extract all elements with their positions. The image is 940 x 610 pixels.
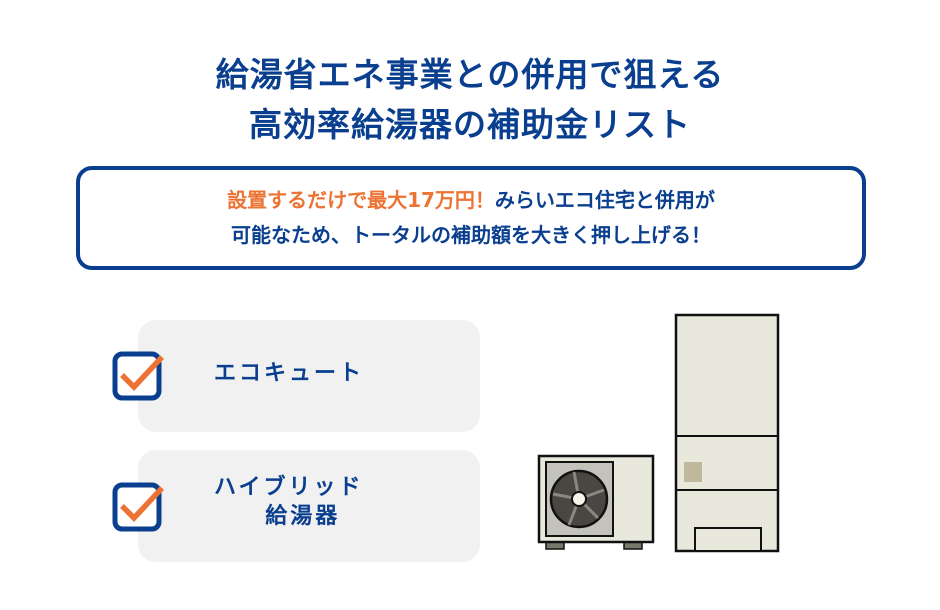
heat-pump-water-heater-icon xyxy=(537,313,780,553)
list-item-ecocute: エコキュート xyxy=(138,320,480,432)
callout-highlight: 設置するだけで最大17万円！ xyxy=(227,188,495,212)
checkbox-checked-icon xyxy=(112,482,165,532)
list-item-label: エコキュート xyxy=(214,361,365,386)
title-line-1: 給湯省エネ事業との併用で狙える xyxy=(215,55,725,94)
callout-line-2: 可能なため、トータルの補助額を大きく押し上げる！ xyxy=(231,223,711,247)
subsidy-callout-box: 設置するだけで最大17万円！みらいエコ住宅と併用が 可能なため、トータルの補助額… xyxy=(76,166,866,270)
callout-line-1-rest: みらいエコ住宅と併用が xyxy=(494,188,715,212)
list-item-label: ハイブリッド 給湯器 xyxy=(214,474,364,531)
list-item-label-line-1: ハイブリッド xyxy=(214,475,364,500)
list-item-hybrid-water-heater: ハイブリッド 給湯器 xyxy=(138,450,480,562)
checkbox-checked-icon xyxy=(112,351,165,401)
list-item-label-line-2: 給湯器 xyxy=(265,503,341,529)
callout-line-1: 設置するだけで最大17万円！みらいエコ住宅と併用が xyxy=(80,190,862,210)
title-line-2: 高効率給湯器の補助金リスト xyxy=(249,105,691,144)
